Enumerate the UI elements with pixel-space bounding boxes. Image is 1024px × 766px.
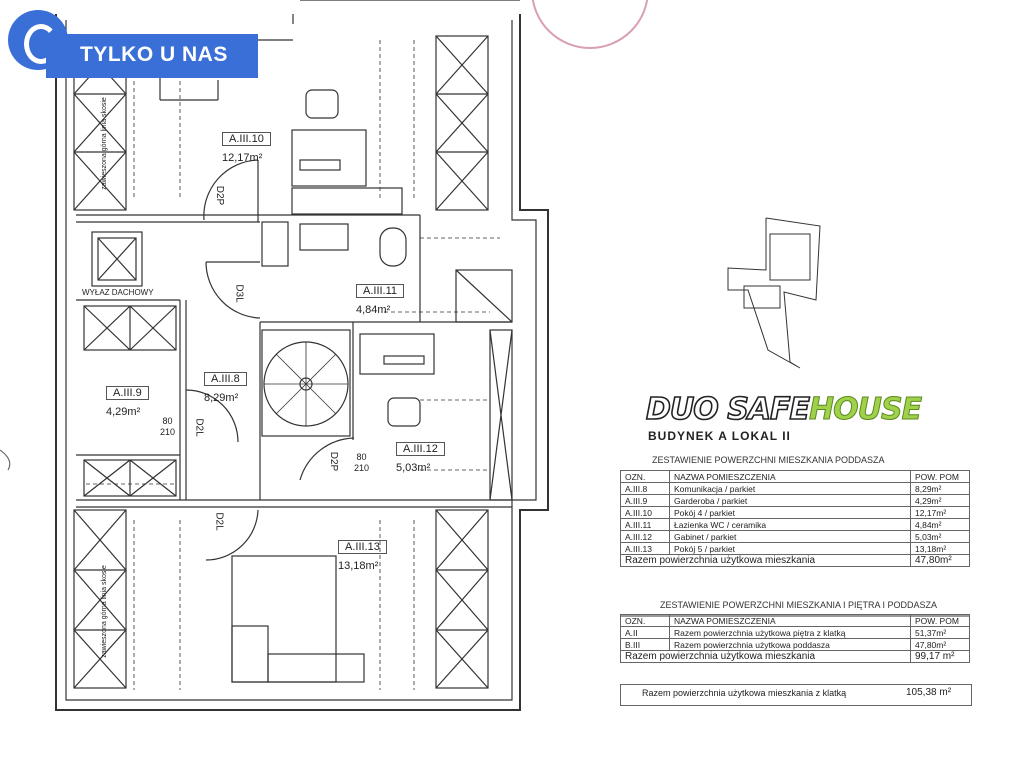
table-cell: A.III.8 [620, 482, 670, 495]
room-id: A.III.13 [338, 540, 387, 554]
table-cell: Pokój 4 / parkiet [669, 506, 911, 519]
area-table-attic: OZN. NAZWA POMIESZCZENIA POW. POM A.III.… [620, 470, 970, 567]
room-area: 8,29m² [204, 392, 239, 404]
table-cell: 8,29m² [910, 482, 970, 495]
room-id: A.III.9 [106, 386, 149, 400]
room-area: 4,29m² [106, 406, 141, 418]
table-cell: 5,03m² [910, 530, 970, 543]
room-area: 4,84m² [356, 304, 391, 316]
table1-title: ZESTAWIENIE POWERZCHNI MIESZKANIA PODDAS… [652, 455, 885, 465]
door-label: D2P [214, 185, 226, 206]
badge-bar [46, 34, 258, 78]
door-size: 80 210 [160, 416, 175, 438]
door-width: 80 [162, 416, 173, 426]
table-cell: 51,37m² [910, 626, 970, 639]
total-value: 99,17 m² [910, 650, 970, 663]
table-cell: A.III.12 [620, 530, 670, 543]
building-title: BUDYNEK A LOKAL II [648, 429, 791, 443]
table-cell: B.III [620, 638, 670, 651]
table-header: OZN. [620, 470, 670, 483]
table-cell: A.III.13 [620, 542, 670, 555]
table-cell: 12,17m² [910, 506, 970, 519]
table-cell: Razem powierzchnia użytkowa piętra z kla… [669, 626, 911, 639]
door-height: 210 [354, 463, 370, 473]
duo-safe-house-logo: DUO SAFEHOUSE [645, 391, 923, 428]
room-label: A.III.8 8,29m² [204, 372, 247, 404]
table-cell: 4,84m² [910, 518, 970, 531]
total-value: 47,80m² [910, 554, 970, 567]
room-label: A.III.12 5,03m² [396, 442, 445, 474]
slope-note: zawieszona górna linia skosie [100, 97, 108, 190]
door-label: D2L [193, 418, 205, 437]
badge-text: TYLKO U NAS [80, 43, 228, 66]
room-id: A.III.10 [222, 132, 271, 146]
room-label: A.III.9 4,29m² [106, 386, 149, 418]
table-cell: Łazienka WC / ceramika [669, 518, 911, 531]
table-header: POW. POM [910, 614, 970, 627]
grand-total-label: Razem powierzchnia użytkowa mieszkania z… [642, 688, 847, 698]
room-id: A.III.8 [204, 372, 247, 386]
table-cell: 13,18m² [910, 542, 970, 555]
slope-note: zawieszona górna linia skosie [100, 565, 108, 658]
room-area: 12,17m² [222, 152, 263, 164]
room-id: A.III.11 [356, 284, 405, 298]
table-header-row: OZN. NAZWA POMIESZCZENIA POW. POM [620, 470, 970, 483]
table-cell: A.III.11 [620, 518, 670, 531]
table-cell: Razem powierzchnia użytkowa poddasza [669, 638, 911, 651]
total-label: Razem powierzchnia użytkowa mieszkania [620, 650, 911, 663]
table-header: OZN. [620, 614, 670, 627]
room-id: A.III.12 [396, 442, 445, 456]
table-cell: A.II [620, 626, 670, 639]
table-header-row: OZN. NAZWA POMIESZCZENIA POW. POM [620, 614, 970, 627]
door-label: D2P [328, 451, 340, 472]
table-header: POW. POM [910, 470, 970, 483]
roof-hatch-label: WYŁAZ DACHOWY [82, 288, 154, 297]
room-label: A.III.13 13,18m² [338, 540, 387, 572]
table-total-row: Razem powierzchnia użytkowa mieszkania 4… [620, 554, 970, 567]
room-area: 5,03m² [396, 462, 431, 474]
room-label: A.III.11 4,84m² [356, 284, 405, 316]
total-label: Razem powierzchnia użytkowa mieszkania [620, 554, 911, 567]
table-cell: Gabinet / parkiet [669, 530, 911, 543]
table-cell: A.III.10 [620, 506, 670, 519]
table-cell: 47,80m² [910, 638, 970, 651]
table-cell: Komunikacja / parkiet [669, 482, 911, 495]
logo-part2: HOUSE [809, 392, 923, 428]
table2-title: ZESTAWIENIE POWERZCHNI MIESZKANIA I PIĘT… [660, 600, 938, 610]
table-cell: 4,29m² [910, 494, 970, 507]
room-area: 13,18m² [338, 560, 379, 572]
door-label: D2L [213, 512, 225, 531]
grand-total-box [620, 684, 972, 706]
door-size: 80 210 [354, 452, 369, 474]
logo-part1: DUO SAFE [645, 391, 811, 428]
door-height: 210 [160, 427, 176, 437]
table-cell: A.III.9 [620, 494, 670, 507]
door-width: 80 [356, 452, 367, 462]
table-cell: Garderoba / parkiet [669, 494, 911, 507]
table-total-row: Razem powierzchnia użytkowa mieszkania 9… [620, 650, 970, 663]
room-label: A.III.10 12,17m² [222, 132, 271, 164]
door-label: D3L [233, 284, 245, 303]
table-header: NAZWA POMIESZCZENIA [669, 470, 911, 483]
grand-total-value: 105,38 m² [906, 687, 952, 698]
table-cell: Pokój 5 / parkiet [669, 542, 911, 555]
promo-badge: TYLKO U NAS [8, 10, 258, 78]
table-header: NAZWA POMIESZCZENIA [669, 614, 911, 627]
